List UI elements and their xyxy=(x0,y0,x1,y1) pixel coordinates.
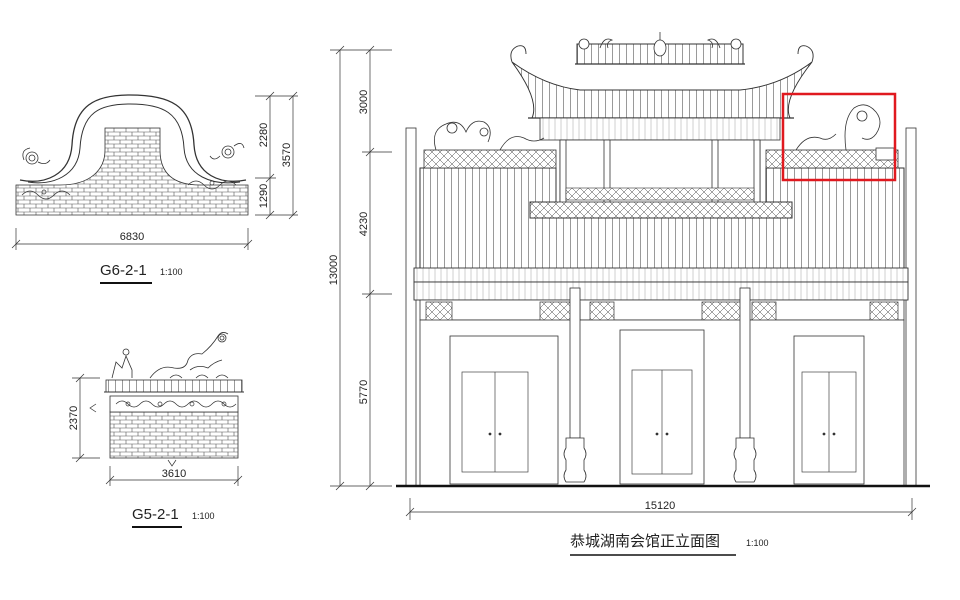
main-scale: 1:100 xyxy=(746,538,769,548)
g6-dim-right xyxy=(255,91,298,220)
g6-gable-outer xyxy=(19,94,247,182)
main-dim-seg-1: 3000 xyxy=(358,90,370,114)
g5-frieze-band xyxy=(109,395,239,413)
g6-dim-bottom xyxy=(11,228,253,250)
g6-ornament-left xyxy=(22,147,51,165)
g6-dim-width: 6830 xyxy=(120,231,144,243)
pavilion-base-frieze xyxy=(529,201,793,219)
g6-frieze xyxy=(21,180,237,200)
g5-dim-left xyxy=(72,373,100,463)
column-bases xyxy=(563,437,757,483)
main-dim-total: 13000 xyxy=(328,255,340,286)
g5-title: G5-2-1 xyxy=(132,506,179,523)
g5-dim-width: 3610 xyxy=(162,468,186,480)
g6-dim-2280: 2280 xyxy=(258,123,270,147)
g5-frieze-pattern xyxy=(115,400,237,408)
drawing-g6-2-1: 2280 1290 3570 6830 G6-2-1 1:100 xyxy=(11,91,298,284)
g6-dim-3570: 3570 xyxy=(281,143,293,167)
eave-band xyxy=(539,117,781,141)
door-knobs xyxy=(488,432,836,436)
main-dim-bottom xyxy=(405,498,917,520)
ridge-ornaments xyxy=(578,32,742,57)
main-eave xyxy=(413,267,909,283)
g6-title: G6-2-1 xyxy=(100,262,147,279)
g5-cornice xyxy=(105,379,243,393)
pavilion-lattice xyxy=(565,187,755,201)
g6-ornament-right xyxy=(209,143,245,160)
g6-scale: 1:100 xyxy=(160,267,183,277)
g5-dim-height: 2370 xyxy=(68,406,80,430)
g5-scale: 1:100 xyxy=(192,511,215,521)
main-dim-width: 15120 xyxy=(645,500,676,512)
bracket-zone xyxy=(419,299,905,321)
roof-horns xyxy=(510,45,814,63)
g6-gable-inner xyxy=(27,103,241,184)
side-ornament-right xyxy=(765,104,899,169)
main-dim-left xyxy=(330,45,392,491)
g5-dim-bottom xyxy=(105,459,243,486)
g5-wall xyxy=(109,411,239,459)
drawing-main-elevation: 13000 3000 4230 5770 xyxy=(328,32,930,556)
g5-ridge-ornament xyxy=(111,332,229,379)
g6-dim-1290: 1290 xyxy=(258,184,270,208)
main-title: 恭城湖南会馆正立面图 xyxy=(570,533,720,550)
main-beam xyxy=(413,281,909,301)
door-leaves xyxy=(461,369,857,475)
main-dim-seg-3: 5770 xyxy=(358,380,370,404)
highlight-box xyxy=(781,92,897,182)
g6-wall xyxy=(15,127,249,216)
drawing-g5-2-1: 2370 3610 G5-2-1 1:100 xyxy=(68,332,244,528)
side-ornament-left xyxy=(423,120,557,169)
upper-roof xyxy=(511,61,813,119)
main-dim-seg-2: 4230 xyxy=(358,212,370,236)
